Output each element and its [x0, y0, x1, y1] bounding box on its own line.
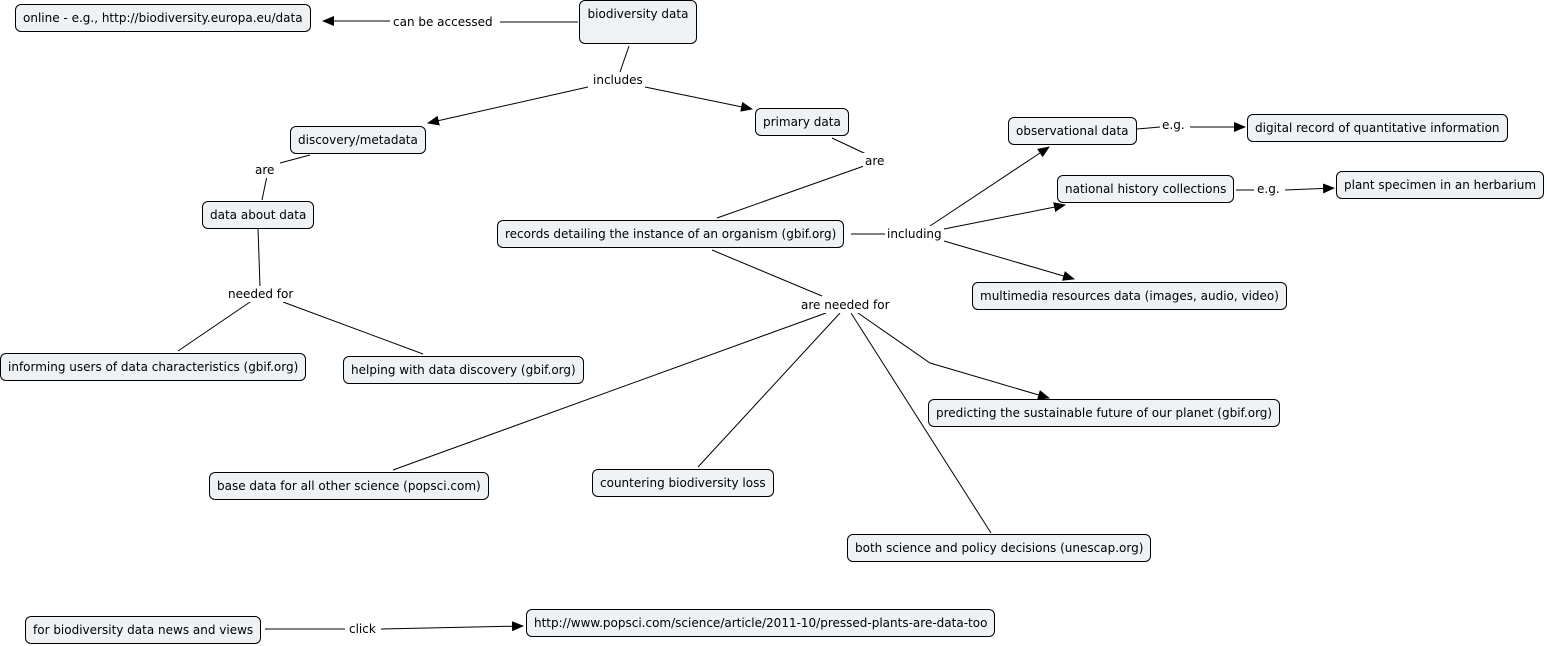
- concept-popsci-url[interactable]: http://www.popsci.com/science/article/20…: [526, 609, 996, 637]
- edge-arrow: [929, 146, 1050, 227]
- concept-for-news[interactable]: for biodiversity data news and views: [25, 616, 262, 644]
- edge-arrow: [644, 86, 753, 112]
- edge-arrow: [857, 312, 1050, 400]
- concept-informing-users[interactable]: informing users of data characteristics …: [0, 353, 307, 381]
- edge: [831, 137, 867, 155]
- link-label-are-primary: are: [863, 153, 887, 169]
- edge: [716, 165, 865, 219]
- link-label-eg-observational: e.g.: [1160, 117, 1187, 133]
- edge: [392, 312, 827, 471]
- concept-multimedia[interactable]: multimedia resources data (images, audio…: [972, 282, 1287, 310]
- concept-discovery-metadata[interactable]: discovery/metadata: [290, 126, 426, 154]
- edge: [711, 249, 823, 297]
- concept-plant-specimen[interactable]: plant specimen in an herbarium: [1336, 171, 1545, 199]
- edge-arrow: [427, 86, 589, 126]
- edge: [1136, 126, 1161, 130]
- edge: [257, 227, 261, 288]
- link-label-are-metadata: are: [253, 162, 277, 178]
- edge-arrow: [380, 621, 524, 632]
- concept-national-history[interactable]: national history collections: [1057, 175, 1235, 203]
- edge: [619, 45, 630, 73]
- concept-observational-data[interactable]: observational data: [1008, 117, 1137, 145]
- link-label-needed-for: needed for: [226, 286, 296, 302]
- link-label-including: including: [885, 226, 944, 242]
- link-label-are-needed-for: are needed for: [799, 297, 892, 313]
- link-label-eg-national: e.g.: [1255, 181, 1282, 197]
- link-label-click: click: [347, 621, 378, 637]
- concept-data-about-data[interactable]: data about data: [202, 201, 315, 229]
- edge: [177, 301, 251, 352]
- concept-primary-data[interactable]: primary data: [755, 108, 849, 136]
- edge-arrow: [943, 240, 1075, 281]
- edge: [697, 312, 841, 468]
- concept-predicting[interactable]: predicting the sustainable future of our…: [928, 399, 1281, 427]
- concept-records-detailing[interactable]: records detailing the instance of an org…: [497, 220, 845, 248]
- concept-both-science[interactable]: both science and policy decisions (unesc…: [847, 534, 1152, 562]
- concept-online[interactable]: online - e.g., http://biodiversity.europ…: [15, 4, 311, 32]
- edge-arrow: [1284, 183, 1335, 194]
- concept-base-data[interactable]: base data for all other science (popsci.…: [209, 472, 489, 500]
- edge: [279, 154, 311, 164]
- concept-helping-discovery[interactable]: helping with data discovery (gbif.org): [343, 356, 584, 384]
- edge-arrow: [943, 202, 1066, 230]
- concept-countering[interactable]: countering biodiversity loss: [592, 469, 774, 497]
- edge: [282, 301, 424, 355]
- concept-biodiversity-data[interactable]: biodiversity data: [579, 0, 697, 44]
- link-label-can-be-accessed: can be accessed: [391, 14, 495, 30]
- link-label-includes: includes: [591, 72, 645, 88]
- edge: [850, 312, 992, 534]
- concept-digital-record[interactable]: digital record of quantitative informati…: [1247, 114, 1508, 142]
- edge: [261, 175, 268, 201]
